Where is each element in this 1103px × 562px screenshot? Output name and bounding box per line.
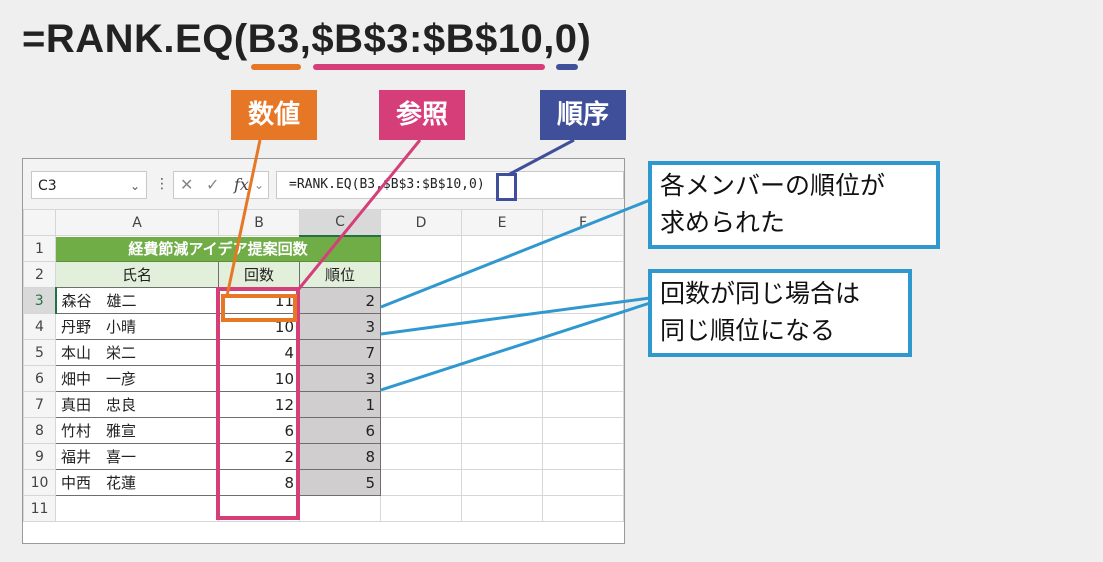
- number-tag: 数値: [231, 90, 317, 140]
- column-header-d[interactable]: D: [380, 209, 462, 236]
- cell[interactable]: [380, 417, 462, 444]
- chevron-down-icon[interactable]: ⌄: [129, 179, 140, 193]
- row-header[interactable]: 2: [23, 261, 56, 288]
- ref-arg-underline: [313, 64, 545, 70]
- cell[interactable]: [542, 339, 624, 366]
- worksheet-grid: A B C D E F 1 経費節減アイデア提案回数 2 氏名 回数 順位 3 …: [23, 209, 624, 522]
- column-header-c[interactable]: C: [299, 209, 381, 237]
- spreadsheet-window: C3 ⌄ ⋮ ✕ ✓ fx ⌄ =RANK.EQ(B3,$B$3:$B$10,0…: [22, 158, 625, 544]
- table-row: 9 福井 喜一 2 8: [23, 443, 624, 470]
- order-arg-underline: [556, 64, 578, 70]
- cell[interactable]: [380, 469, 462, 496]
- rank-cell[interactable]: 3: [299, 313, 381, 340]
- rank-cell[interactable]: 1: [299, 391, 381, 418]
- row-header[interactable]: 10: [23, 469, 56, 496]
- ranked-connector: [380, 198, 651, 309]
- header-name[interactable]: 氏名: [55, 261, 219, 288]
- cell[interactable]: [299, 495, 381, 522]
- formula-heading: =RANK.EQ(B3,$B$3:$B$10,0): [22, 17, 592, 61]
- callout-line: 同じ順位になる: [660, 316, 836, 345]
- table-row: 6 畑中 一彦 10 3: [23, 365, 624, 392]
- count-cell[interactable]: 2: [218, 443, 300, 470]
- table-row: 10 中西 花蓮 8 5: [23, 469, 624, 496]
- row-header[interactable]: 4: [23, 313, 56, 340]
- column-header-b[interactable]: B: [218, 209, 300, 236]
- rank-cell[interactable]: 6: [299, 417, 381, 444]
- row-header[interactable]: 7: [23, 391, 56, 418]
- rank-cell[interactable]: 7: [299, 339, 381, 366]
- cell[interactable]: [461, 469, 543, 496]
- rank-cell[interactable]: 2: [299, 287, 381, 314]
- chevron-down-icon[interactable]: ⌄: [254, 178, 265, 192]
- ref-connector: [296, 139, 422, 291]
- number-connector: [225, 139, 262, 297]
- same-rank-callout: 回数が同じ場合は 同じ順位になる: [648, 269, 912, 357]
- cell[interactable]: [461, 417, 543, 444]
- ranked-callout: 各メンバーの順位が 求められた: [648, 161, 940, 249]
- count-cell[interactable]: 4: [218, 339, 300, 366]
- insert-function-icon[interactable]: fx: [234, 175, 249, 194]
- order-arg-highlight: [496, 173, 517, 201]
- name-box[interactable]: C3 ⌄: [31, 171, 147, 199]
- row-header[interactable]: 1: [23, 235, 56, 262]
- ref-range-highlight: [216, 287, 300, 520]
- order-connector: [507, 138, 575, 177]
- cell[interactable]: [380, 443, 462, 470]
- same-rank-connector-b: [380, 301, 651, 392]
- name-box-value: C3: [38, 178, 57, 194]
- name-cell[interactable]: 真田 忠良: [55, 391, 219, 418]
- cell[interactable]: [461, 495, 543, 522]
- rank-cell[interactable]: 5: [299, 469, 381, 496]
- row-header[interactable]: 5: [23, 339, 56, 366]
- cell[interactable]: [542, 365, 624, 392]
- ref-tag: 参照: [379, 90, 465, 140]
- cell[interactable]: [542, 417, 624, 444]
- cell[interactable]: [542, 495, 624, 522]
- row-header[interactable]: 11: [23, 495, 56, 522]
- table-row: 7 真田 忠良 12 1: [23, 391, 624, 418]
- count-cell[interactable]: 10: [218, 313, 300, 340]
- rank-cell[interactable]: 8: [299, 443, 381, 470]
- order-tag: 順序: [540, 90, 626, 140]
- table-row: 2 氏名 回数 順位: [23, 261, 624, 288]
- cancel-icon[interactable]: ✕: [180, 175, 194, 194]
- count-cell[interactable]: 12: [218, 391, 300, 418]
- cell[interactable]: [380, 261, 462, 288]
- column-header-f[interactable]: F: [542, 209, 624, 236]
- confirm-icon[interactable]: ✓: [206, 175, 220, 194]
- callout-line: 回数が同じ場合は: [660, 279, 861, 308]
- number-cell-highlight: [221, 294, 297, 322]
- table-row: 8 竹村 雅宣 6 6: [23, 417, 624, 444]
- callout-line: 求められた: [660, 208, 786, 237]
- row-header[interactable]: 8: [23, 417, 56, 444]
- table-title[interactable]: 経費節減アイデア提案回数: [55, 235, 381, 262]
- cell[interactable]: [461, 443, 543, 470]
- callout-line: 各メンバーの順位が: [660, 171, 886, 200]
- cell[interactable]: [55, 495, 219, 522]
- table-row: 11: [23, 495, 624, 522]
- name-cell[interactable]: 竹村 雅宣: [55, 417, 219, 444]
- more-options-icon[interactable]: ⋮: [155, 176, 169, 192]
- select-all-corner[interactable]: [23, 209, 56, 236]
- number-arg-underline: [251, 64, 301, 70]
- row-header[interactable]: 9: [23, 443, 56, 470]
- header-rank[interactable]: 順位: [299, 261, 381, 288]
- rank-cell[interactable]: 3: [299, 365, 381, 392]
- formula-input[interactable]: =RANK.EQ(B3,$B$3:$B$10,0): [276, 171, 624, 199]
- same-rank-connector-a: [380, 296, 651, 336]
- table-row: 1 経費節減アイデア提案回数: [23, 235, 624, 262]
- row-header[interactable]: 6: [23, 365, 56, 392]
- cell[interactable]: [461, 287, 543, 314]
